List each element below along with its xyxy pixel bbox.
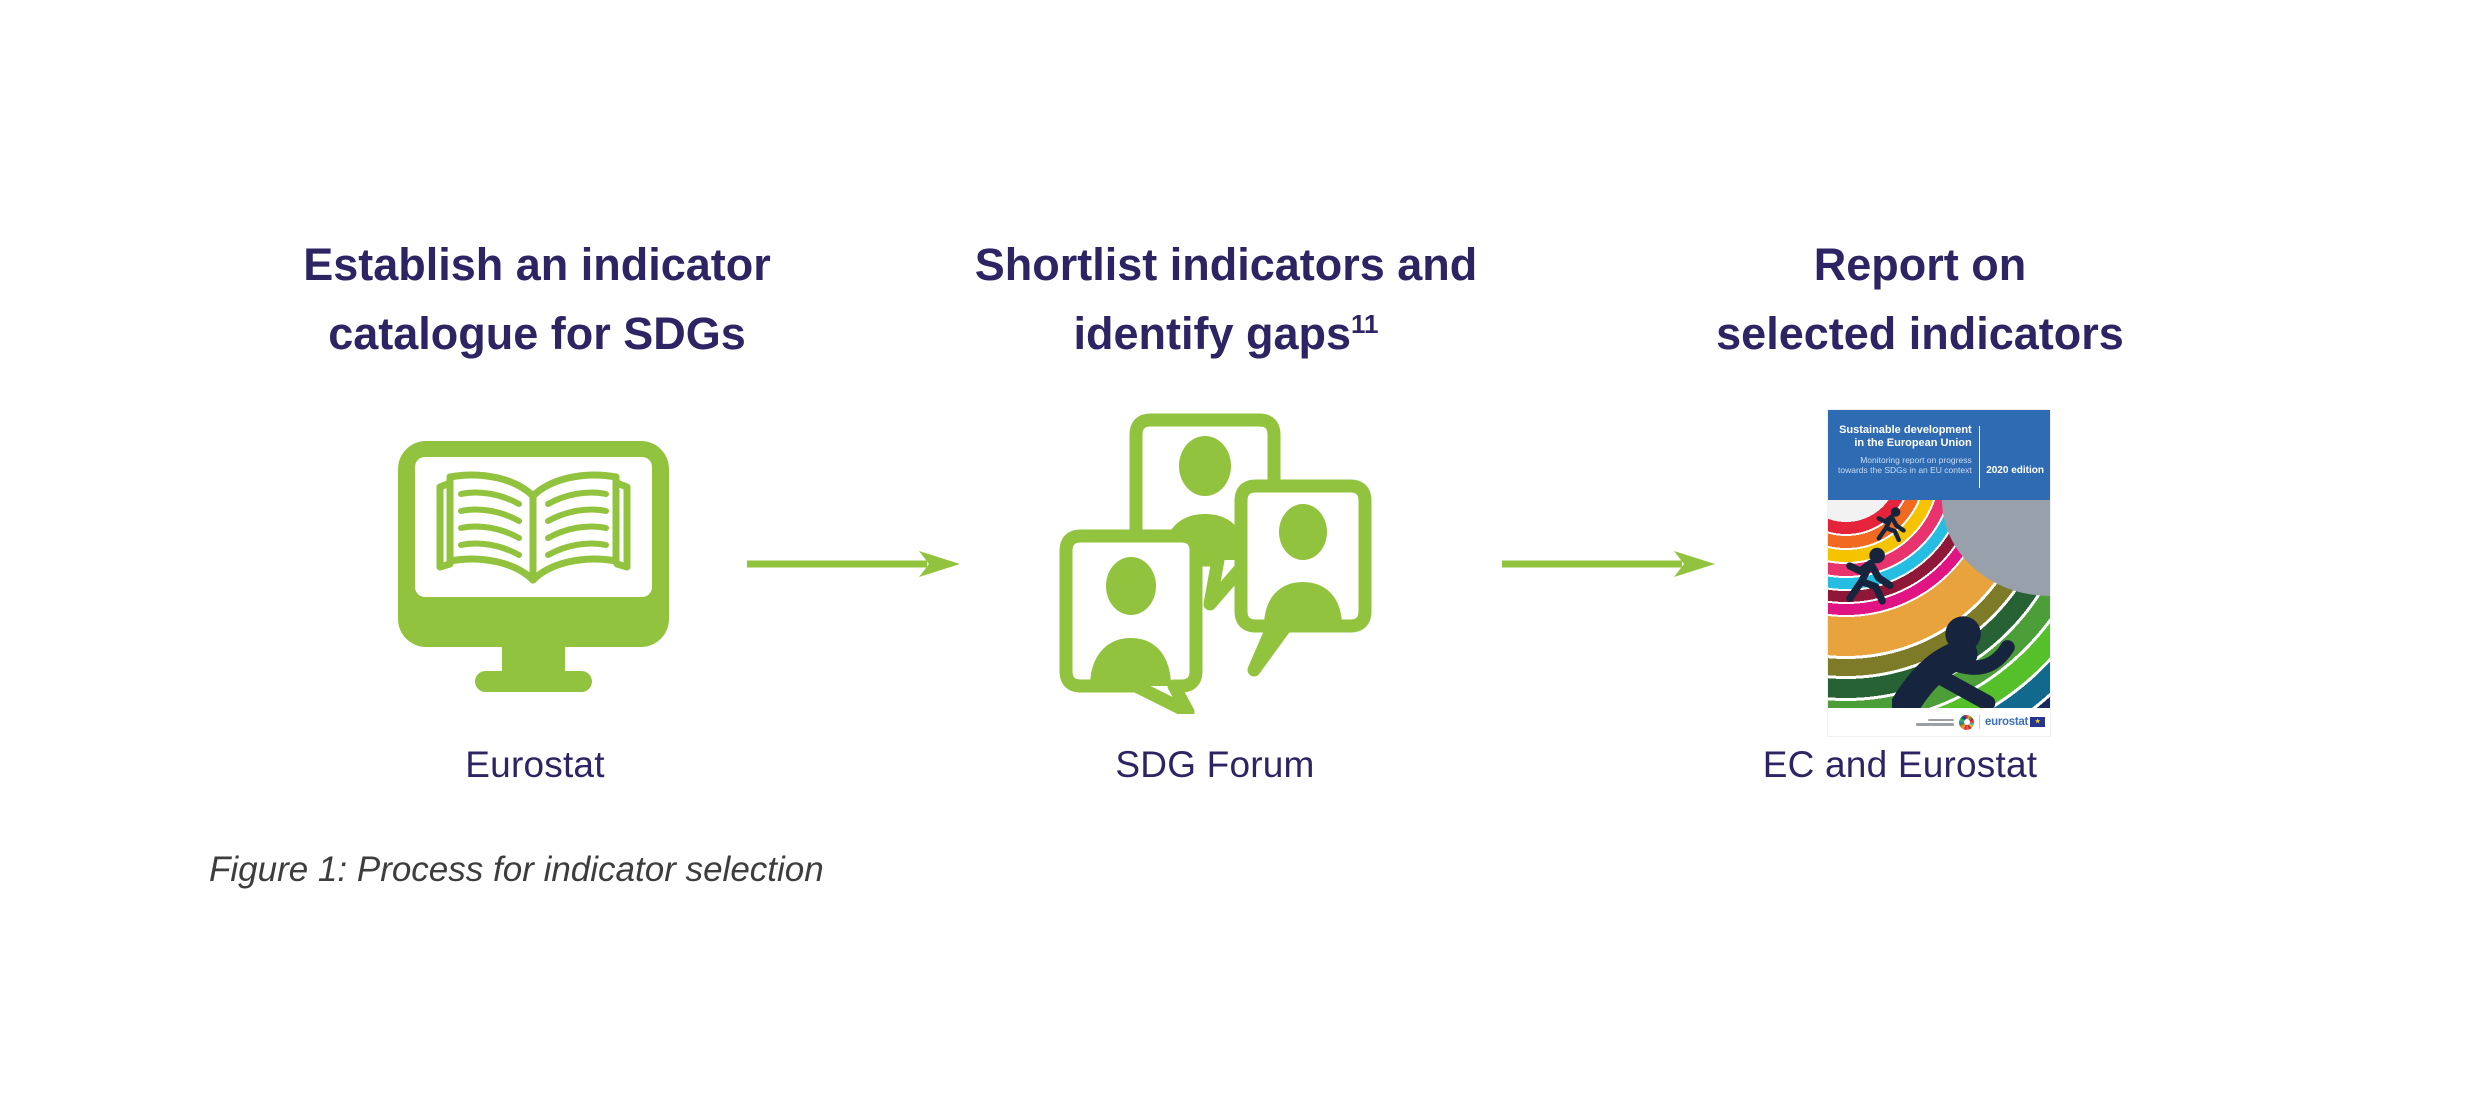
title-line: selected indicators [1716,308,2124,359]
commission-logo-text [1916,718,1955,726]
sdg-wheel-icon [1959,714,1975,730]
arrow-right-icon [1500,550,1715,578]
step-title-report-indicators: Report on selected indicators [1600,230,2240,368]
title-line: Shortlist indicators and [974,239,1478,290]
footnote-superscript: 11 [1351,309,1379,339]
report-cover-edition: 2020 edition [1986,465,2044,476]
eurostat-logo: eurostat ★ [1985,716,2045,728]
footer-divider [1979,715,1981,729]
report-cover-footer: eurostat ★ [1828,708,2050,736]
runner-silhouette-large [1892,616,2015,708]
arrow-right-icon [745,550,960,578]
monitor-open-book-icon [398,441,669,692]
runner-silhouette-small [1876,507,1906,542]
step-title-establish-catalogue: Establish an indicator catalogue for SDG… [217,230,857,368]
running-track-illustration [1828,500,2050,708]
runner-silhouette-medium [1846,547,1894,605]
report-cover-subtitle: Monitoring report on progress towards th… [1838,455,1972,475]
actor-label-eurostat: Eurostat [465,744,605,785]
eurostat-wordmark: eurostat [1985,716,2028,728]
eu-flag-icon: ★ [2030,717,2045,727]
track-sky-background [1942,500,2050,596]
actor-label-sdg-forum: SDG Forum [1115,744,1315,785]
actor-label-ec-and-eurostat: EC and Eurostat [1762,744,2038,785]
step-title-shortlist-indicators: Shortlist indicators and identify gaps11 [906,230,1546,368]
cover-divider [1978,426,1981,488]
title-line: identify gaps [1073,308,1352,359]
title-line: catalogue for SDGs [328,308,746,359]
title-line: Establish an indicator [303,239,771,290]
figure-caption: Figure 1: Process for indicator selectio… [209,850,824,889]
title-line: Report on [1813,239,2027,290]
speech-bubbles-people-icon [1058,412,1372,719]
